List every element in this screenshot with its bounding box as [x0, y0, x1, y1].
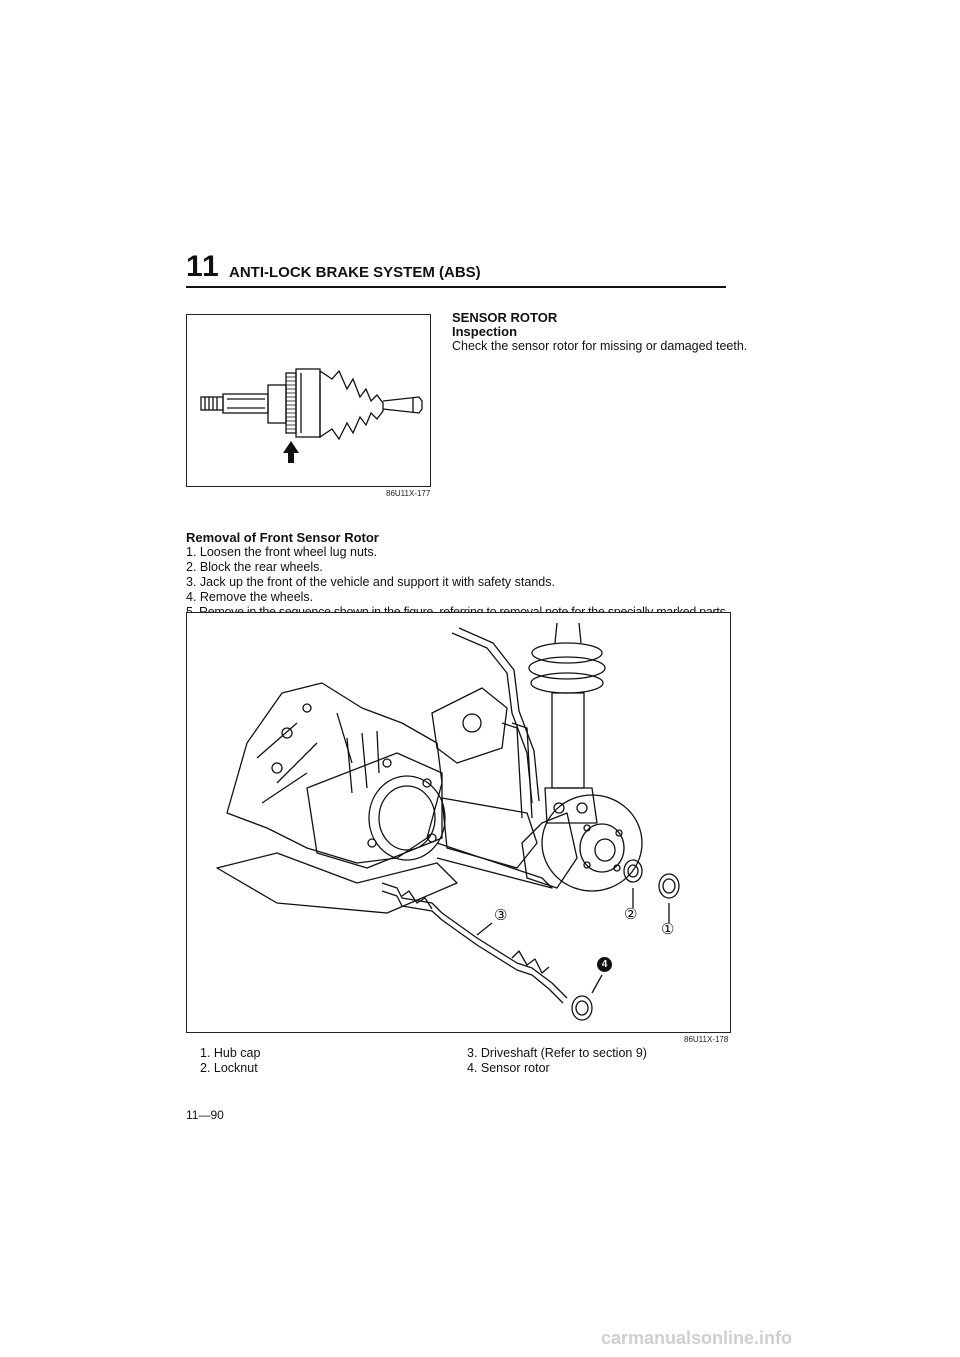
legend-left: 1. Hub cap 2. Locknut	[200, 1046, 260, 1076]
sensor-rotor-heading: SENSOR ROTOR	[452, 310, 558, 325]
inspection-text: Check the sensor rotor for missing or da…	[452, 339, 748, 353]
removal-step: 4. Remove the wheels.	[186, 590, 314, 604]
page-number: 11—90	[186, 1108, 224, 1122]
callout-locknut: ②	[624, 906, 638, 923]
driveshaft-drawing	[200, 368, 423, 463]
removal-step: 1. Loosen the front wheel lug nuts.	[186, 545, 378, 559]
watermark: carmanualsonline.info	[601, 1328, 793, 1348]
legend-item: 4. Sensor rotor	[467, 1061, 550, 1075]
callout-hub-cap: ①	[661, 921, 675, 938]
header-rule	[186, 286, 726, 288]
figure-code-1: 86U11X-177	[386, 489, 431, 498]
removal-step: 2. Block the rear wheels.	[186, 560, 323, 574]
legend-item: 2. Locknut	[200, 1061, 258, 1075]
callout-driveshaft: ③	[494, 907, 508, 924]
callout-sensor-rotor: 4	[597, 957, 612, 972]
removal-step: 3. Jack up the front of the vehicle and …	[186, 575, 555, 589]
section-title: ANTI-LOCK BRAKE SYSTEM (ABS)	[229, 264, 481, 281]
removal-steps: 1. Loosen the front wheel lug nuts. 2. B…	[186, 545, 731, 620]
removal-heading: Removal of Front Sensor Rotor	[186, 530, 379, 545]
legend-item: 1. Hub cap	[200, 1046, 261, 1060]
legend-item: 3. Driveshaft (Refer to section 9)	[467, 1046, 647, 1060]
section-number: 11	[186, 250, 220, 283]
sensor-rotor-figure	[186, 314, 431, 487]
inspection-subheading: Inspection	[452, 324, 518, 339]
figure-code-2: 86U11X-178	[684, 1035, 729, 1044]
legend-right: 3. Driveshaft (Refer to section 9) 4. Se…	[467, 1046, 647, 1076]
front-suspension-drawing	[216, 622, 680, 1021]
removal-figure: ① ② ③ 4	[186, 612, 731, 1033]
